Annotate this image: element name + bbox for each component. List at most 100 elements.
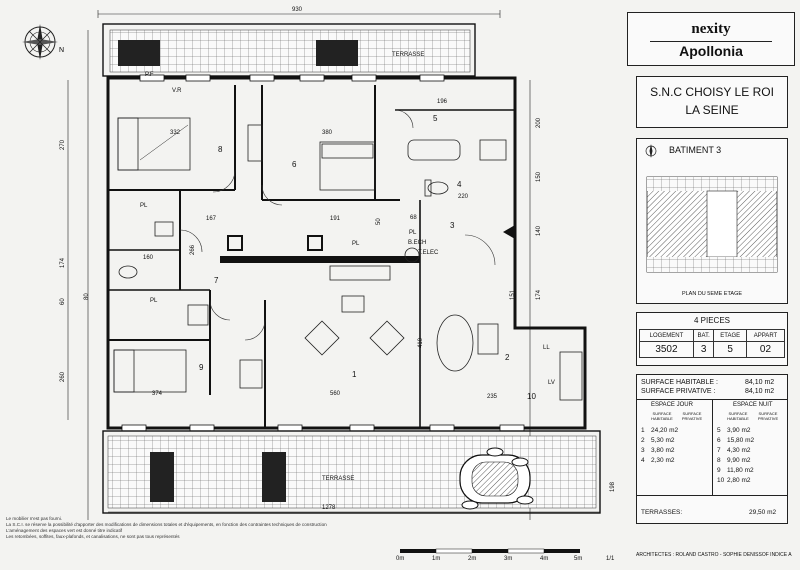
unit-title: 4 PIECES [693,316,730,325]
dimension-label: 50 [376,218,382,225]
plan-text: LV [548,380,555,386]
legal-notes: Le mobilier n'est pas fourni. La S.C.I. … [6,516,336,540]
unit-header: BAT. [692,329,715,342]
compass-icon [645,144,657,158]
unit-value: 3 [692,341,715,358]
dimension-label: 60 [60,298,66,305]
surface-value: 11,80 m2 [727,467,754,474]
unit-value: 02 [745,341,786,358]
surface-row: 7 4,30 m2 [717,447,751,454]
dimension-label: 930 [292,7,303,13]
scale-label: 3m [504,556,513,562]
plan-text: PL [140,203,148,209]
scale-label: 4m [540,556,549,562]
surface-value: 4,30 m2 [727,447,751,454]
bottom-terrace [102,430,601,514]
dimension-label: 266 [190,244,196,255]
entrance-arrow-icon [503,225,515,239]
surface-room-number: 3 [641,447,645,454]
scale-bar [400,548,580,554]
privative-value: 84,10 m2 [745,388,775,395]
dimension-label: 332 [170,130,181,136]
day-label: ESPACE JOUR [651,402,693,408]
dimension-label: 196 [437,99,448,105]
dimension-label: 151 [510,289,516,300]
room-number: 9 [199,363,204,372]
svg-text:N: N [59,47,64,54]
scale-label: 0m [396,556,405,562]
apartment-walls [106,76,587,430]
plan-text: PL [150,298,158,304]
night-label: ESPACE NUIT [733,402,773,408]
note-line: L'aménagement des espaces vert est donné… [6,528,123,533]
scale-label: 5m [574,556,583,562]
surface-value: 9,90 m2 [727,457,751,464]
surface-value: 3,90 m2 [727,427,751,434]
room-number: 3 [450,221,455,230]
unit-header: APPART [745,329,786,342]
room-number: 4 [457,180,462,189]
unit-header: ETAGE [713,329,747,342]
unit-panel: 4 PIECES LOGEMENT BAT. ETAGE APPART 3502… [636,312,788,366]
dimension-label: 80 [84,293,90,300]
surface-value: 24,20 m2 [651,427,679,434]
dimension-label: 191 [330,216,341,222]
door-swings [179,109,496,341]
terrace-label: TERRASSE [322,476,355,482]
plan-text: T.ELEC [418,250,439,256]
privative-label: SURFACE PRIVATIVE : [641,388,716,395]
unit-value: 3502 [639,341,694,358]
dimension-label: 174 [60,257,66,268]
unit-value: 5 [713,341,747,358]
windows [121,74,525,432]
surface-value: 3,80 m2 [651,447,675,454]
surface-value: 5,30 m2 [651,437,675,444]
note-line: Le mobilier n'est pas fourni. [6,516,63,521]
dimension-label: 167 [206,216,217,222]
terraces-label: TERRASSES: [641,509,683,516]
surface-room-number: 2 [641,437,645,444]
key-plan [645,144,778,273]
unit-header: LOGEMENT [639,329,694,342]
surface-row: 5 3,90 m2 [717,427,751,434]
brand-sub: Apollonia [679,43,743,59]
client-line1: S.N.C CHOISY LE ROI [650,85,774,99]
dimension-label: 160 [143,255,154,261]
duct-shaft [307,235,323,251]
plan-text: LL [543,345,550,351]
surface-row: 3 3,80 m2 [641,447,675,454]
dimension-label: 410 [418,337,424,348]
dimension-label: 1278 [322,505,336,511]
brand-panel: nexity Apollonia [627,12,795,66]
surface-room-number: 6 [717,437,721,444]
dimension-label: 260 [60,371,66,382]
surface-value: 15,80 m2 [727,437,755,444]
surface-row: 6 15,80 m2 [717,437,754,444]
col-privative: SURFACE PRIVATIVE [757,411,779,421]
surface-room-number: 1 [641,427,645,434]
dimension-label: 270 [60,139,66,150]
surface-room-number: 7 [717,447,721,454]
surface-room-number: 5 [717,427,721,434]
col-privative: SURFACE PRIVATIVE [681,411,703,421]
compass-icon: N [22,24,64,60]
surface-room-number: 9 [717,467,721,474]
dimension-label: 198 [610,481,616,492]
unit-table: LOGEMENT BAT. ETAGE APPART 3502 3 5 02 [639,329,786,358]
scale-label: 1m [432,556,441,562]
surface-room-number: 8 [717,457,721,464]
brand-name: nexity [691,21,731,37]
furniture [113,117,583,401]
surface-row: 1 24,20 m2 [641,427,678,434]
key-plan-caption: PLAN DU 5EME ETAGE [681,291,743,297]
dimension-label: 150 [536,171,542,182]
surface-room-number: 4 [641,457,645,464]
plan-text: PL [409,230,417,236]
room-number: 10 [527,392,536,401]
dimension-label: 220 [458,194,469,200]
dimension-label: 235 [487,394,498,400]
room-number: 5 [433,114,438,123]
plan-text: PL [352,241,360,247]
top-terrace [102,23,476,77]
